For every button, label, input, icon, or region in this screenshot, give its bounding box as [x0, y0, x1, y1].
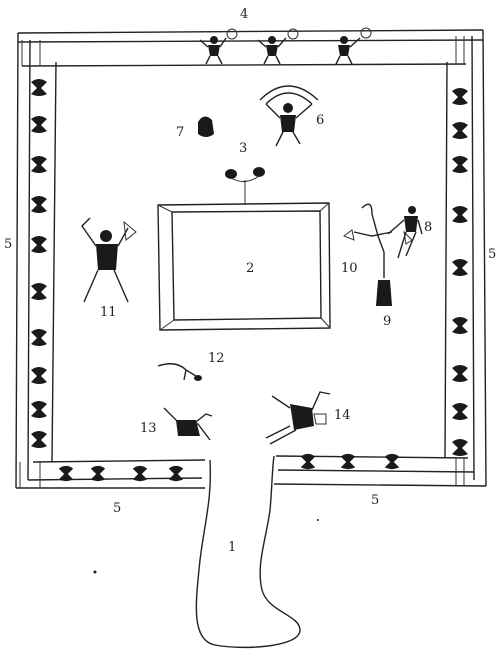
- top-figure-3: [335, 27, 372, 65]
- plant-figure: [168, 465, 184, 482]
- figure-7-small-object: [198, 116, 214, 137]
- label-8: 8: [424, 220, 432, 235]
- plant-figure: [452, 365, 468, 382]
- plant-figure: [31, 236, 47, 253]
- entrance-path: [195, 455, 301, 649]
- label-9: 9: [383, 314, 391, 329]
- plant-figure: [31, 283, 47, 300]
- label-12: 12: [208, 351, 225, 366]
- label-2: 2: [246, 261, 254, 276]
- right-band-figures: [452, 88, 468, 456]
- plant-figure: [340, 453, 356, 470]
- figure-6-arched-figure: [259, 85, 319, 147]
- plant-figure: [31, 431, 47, 448]
- top-figure-2: [257, 28, 299, 65]
- label-1: 1: [228, 540, 236, 555]
- figure-13-figure: [163, 407, 213, 441]
- top-figure-1: [199, 28, 238, 65]
- speck: [93, 570, 97, 574]
- figure-12-object: [157, 363, 202, 381]
- plant-figure: [300, 453, 316, 470]
- plant-figure: [452, 206, 468, 223]
- figure-3-symbol: [225, 167, 265, 205]
- speck: [317, 519, 319, 521]
- label-6: 6: [316, 113, 324, 128]
- plant-figure: [452, 439, 468, 456]
- plant-figure: [90, 465, 106, 482]
- plant-figure: [31, 367, 47, 384]
- figure-8-figure: [387, 206, 423, 259]
- plant-figure: [132, 465, 148, 482]
- label-3: 3: [239, 141, 247, 156]
- label-5-bottom-right: 5: [371, 493, 379, 508]
- plant-figure: [31, 401, 47, 418]
- left-band-figures: [31, 79, 47, 448]
- figure-10-figure: [342, 203, 413, 253]
- plant-figure: [31, 329, 47, 346]
- plant-figure: [452, 88, 468, 105]
- central-rectangle: [157, 202, 331, 331]
- plant-figure: [31, 79, 47, 96]
- plant-figure: [452, 403, 468, 420]
- figure-14-figure: [265, 391, 331, 445]
- label-13: 13: [140, 421, 157, 436]
- label-7: 7: [176, 125, 184, 140]
- figure-9-figure: [376, 252, 392, 306]
- label-4: 4: [240, 7, 248, 22]
- plant-figure: [31, 116, 47, 133]
- top-band-figures: [199, 27, 372, 65]
- plant-figure: [452, 156, 468, 173]
- label-10: 10: [341, 261, 358, 276]
- plant-figure: [58, 465, 74, 482]
- label-5-left: 5: [4, 237, 12, 252]
- number-labels: 1 2 3 4 5 5 5 5 6 7 8 9 10 11 12 13 14: [4, 7, 496, 555]
- plant-figure: [452, 259, 468, 276]
- plant-figure: [384, 453, 400, 470]
- outer-border: [15, 29, 487, 489]
- label-14: 14: [334, 408, 351, 423]
- plant-figure: [452, 122, 468, 139]
- plant-figure: [31, 196, 47, 213]
- bottom-band-figures: [58, 453, 400, 482]
- label-5-right: 5: [488, 247, 496, 262]
- plant-figure: [452, 317, 468, 334]
- figure-11-figure: [81, 217, 137, 303]
- label-5-bottom-left: 5: [113, 501, 121, 516]
- plant-figure: [31, 156, 47, 173]
- label-11: 11: [100, 305, 117, 320]
